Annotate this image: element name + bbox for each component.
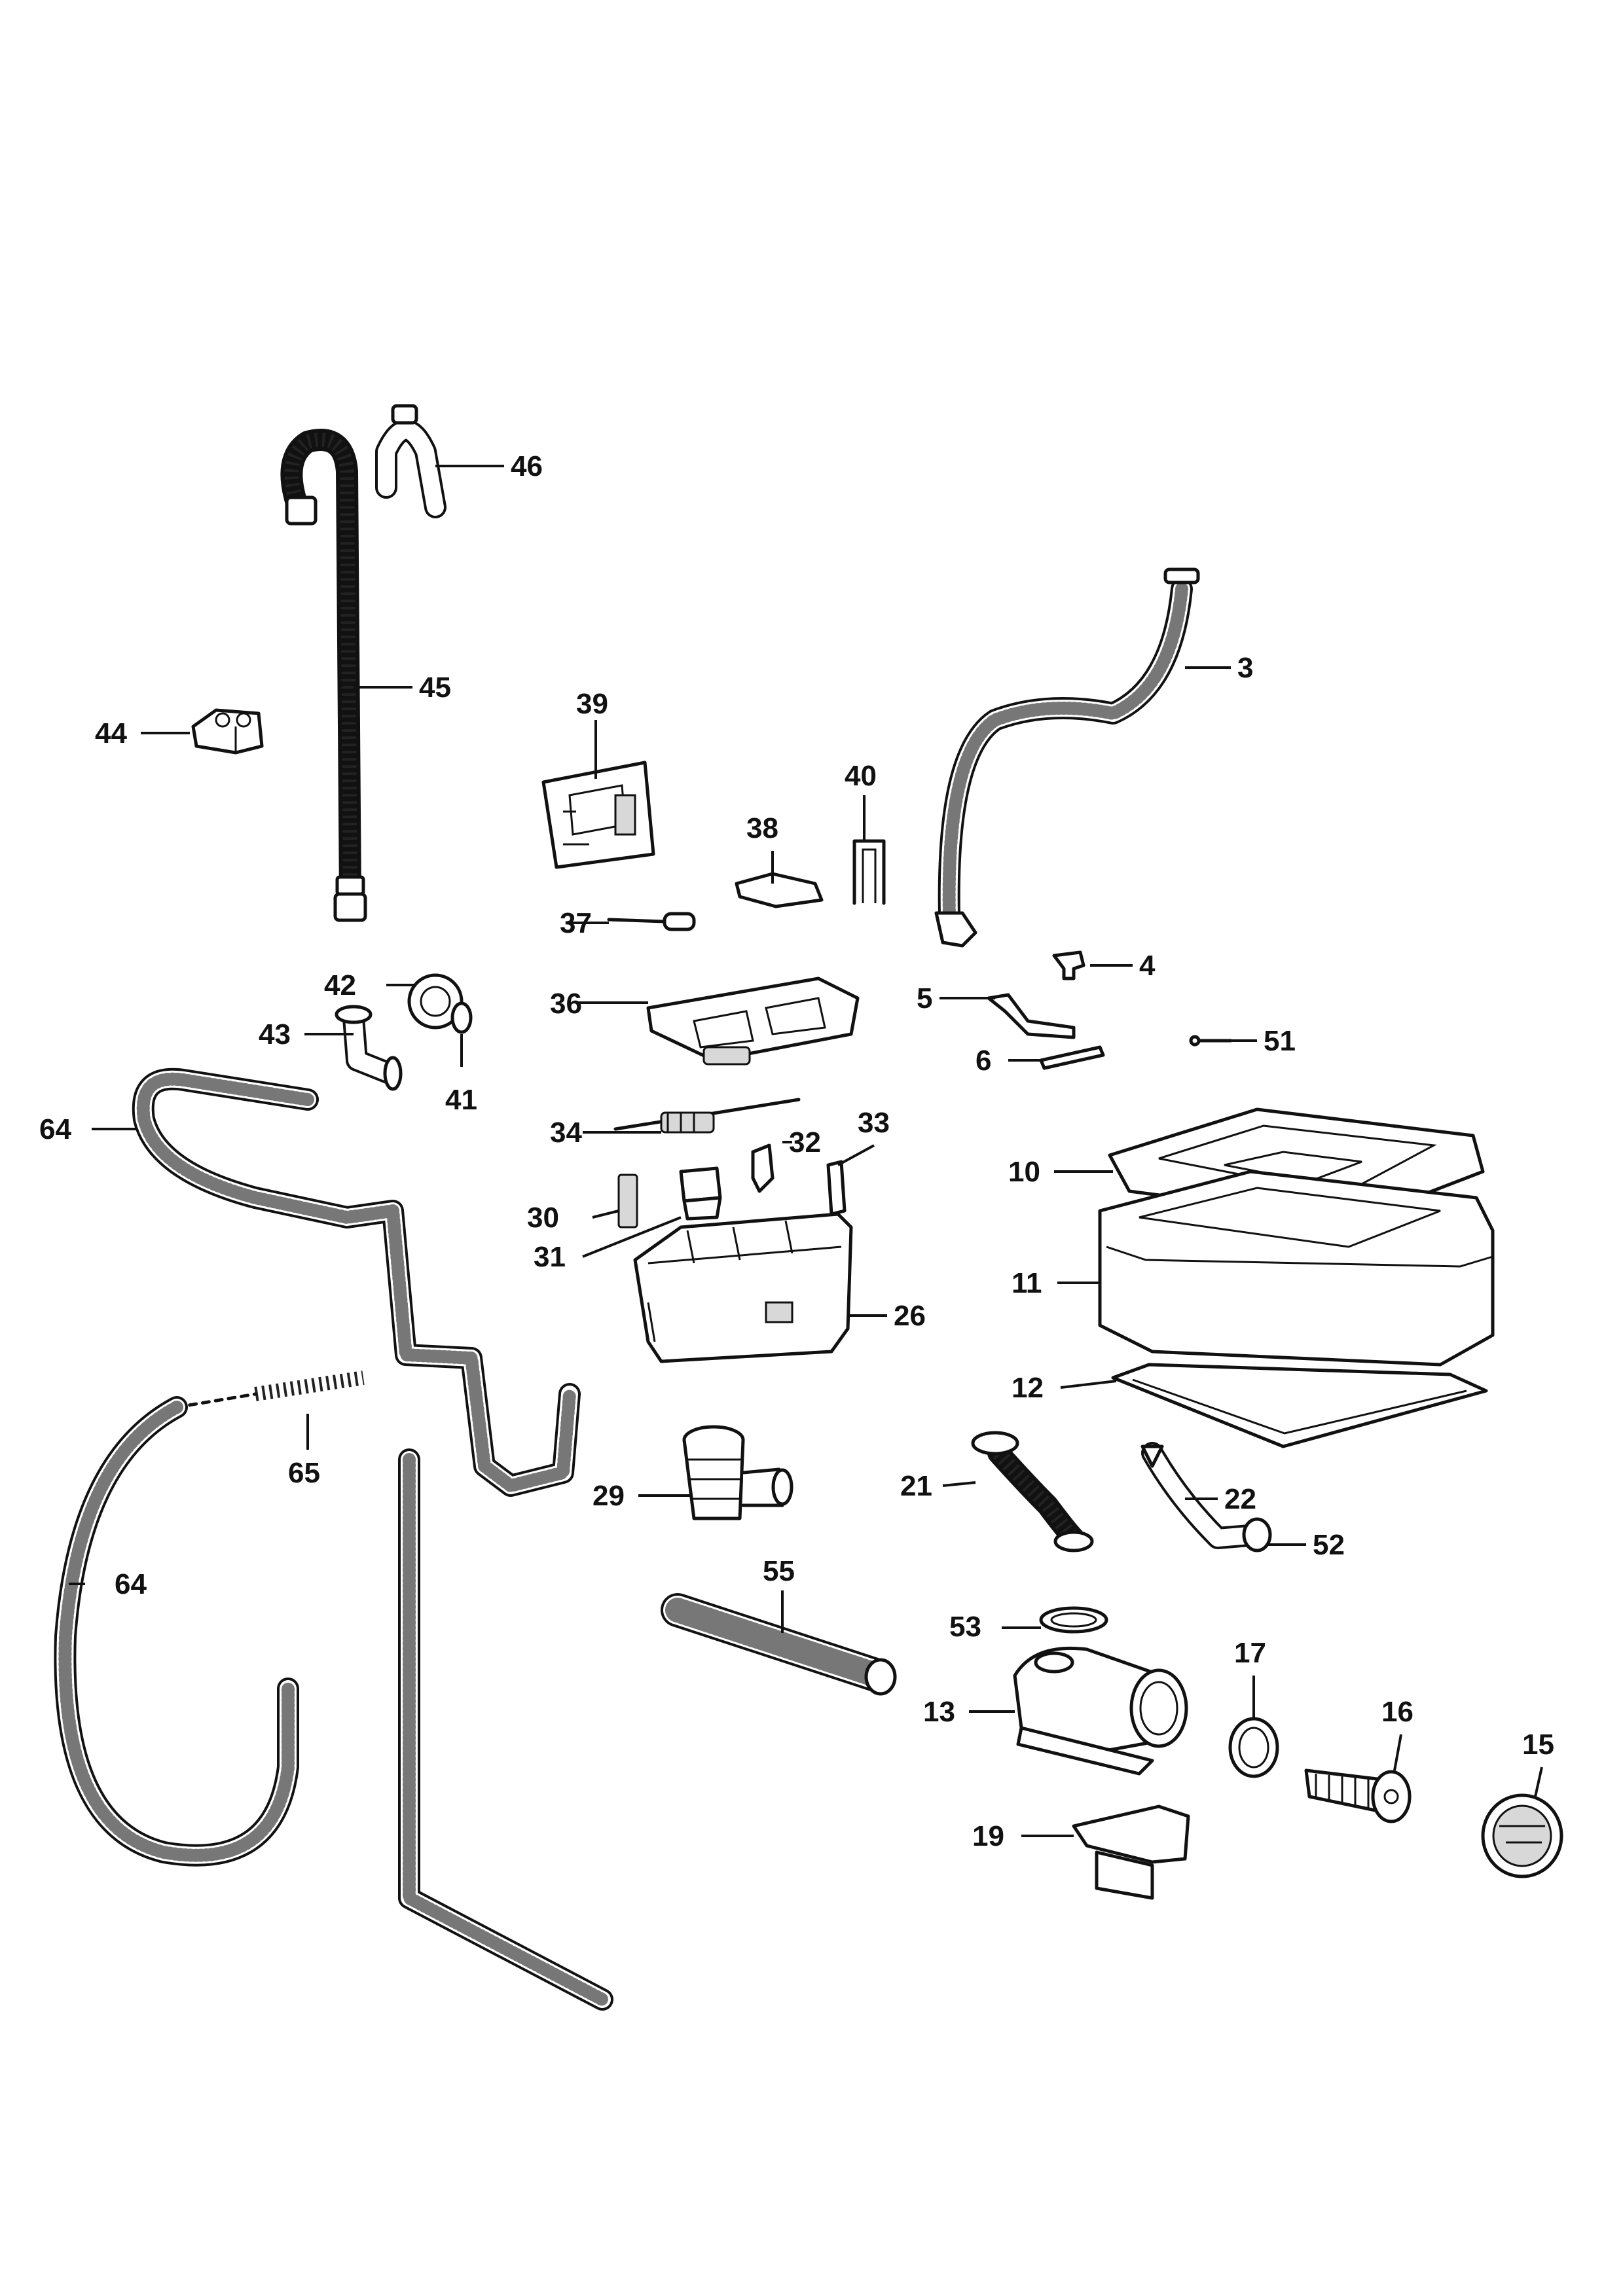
part-41-o-ring bbox=[450, 1001, 473, 1034]
callout-31: 31 bbox=[534, 1241, 566, 1273]
part-64-lower-hose bbox=[54, 1396, 299, 1867]
callout-53: 53 bbox=[949, 1611, 981, 1643]
callout-45: 45 bbox=[419, 672, 451, 704]
part-64-upper-hose bbox=[132, 1067, 581, 1497]
callout-43: 43 bbox=[259, 1018, 291, 1050]
callout-21: 21 bbox=[900, 1470, 932, 1502]
callout-64-upper: 64 bbox=[39, 1113, 71, 1145]
part-21-bellows-hose bbox=[971, 1431, 1094, 1552]
leader-lines bbox=[69, 465, 1543, 1837]
callout-12: 12 bbox=[1012, 1372, 1044, 1404]
part-44-hose-clip bbox=[191, 708, 264, 755]
callout-38: 38 bbox=[746, 812, 778, 844]
part-11-tub bbox=[1098, 1170, 1495, 1367]
part-53-gasket-ring bbox=[1039, 1606, 1108, 1634]
callout-52: 52 bbox=[1313, 1529, 1345, 1561]
callout-41: 41 bbox=[445, 1084, 477, 1116]
callout-40: 40 bbox=[845, 760, 877, 792]
part-30-small-part bbox=[617, 1174, 638, 1229]
callout-51: 51 bbox=[1264, 1025, 1296, 1057]
part-38-plate bbox=[735, 872, 824, 908]
callout-4: 4 bbox=[1139, 950, 1156, 982]
callout-30: 30 bbox=[527, 1202, 559, 1234]
part-34-tube bbox=[613, 1098, 801, 1134]
part-45-drain-hose bbox=[280, 429, 367, 922]
part-5-lever bbox=[987, 993, 1076, 1039]
part-36-drawer-lid bbox=[646, 977, 860, 1066]
callout-42: 42 bbox=[324, 969, 356, 1001]
callout-65: 65 bbox=[288, 1457, 320, 1489]
callout-46: 46 bbox=[511, 450, 543, 482]
part-55-tube bbox=[661, 1593, 897, 1696]
part-31-housing bbox=[679, 1166, 722, 1221]
part-33-clip bbox=[826, 1160, 847, 1216]
callout-17: 17 bbox=[1234, 1637, 1266, 1669]
part-42-clamp-ring bbox=[407, 973, 464, 1030]
callout-34: 34 bbox=[550, 1117, 582, 1149]
part-22-hose bbox=[1140, 1442, 1268, 1549]
part-26-drawer-housing bbox=[633, 1212, 853, 1363]
part-3-inlet-hose bbox=[934, 567, 1200, 948]
part-43-elbow bbox=[335, 1005, 403, 1091]
callout-3: 3 bbox=[1237, 652, 1253, 684]
part-52-clamp bbox=[1242, 1517, 1272, 1552]
callout-44: 44 bbox=[95, 717, 127, 749]
callout-55: 55 bbox=[763, 1555, 795, 1587]
callout-10: 10 bbox=[1008, 1156, 1040, 1188]
part-15-knob-cap bbox=[1481, 1793, 1563, 1878]
part-12-seal bbox=[1111, 1363, 1488, 1448]
callout-39: 39 bbox=[576, 688, 608, 720]
callout-33: 33 bbox=[858, 1107, 890, 1139]
callout-13: 13 bbox=[923, 1696, 955, 1728]
part-17-ring-seal bbox=[1228, 1717, 1279, 1778]
part-46-hose-hook bbox=[375, 404, 447, 518]
part-19-pump-cover bbox=[1072, 1804, 1190, 1900]
part-16-filter bbox=[1304, 1768, 1412, 1823]
callout-16: 16 bbox=[1381, 1696, 1413, 1728]
callout-19: 19 bbox=[972, 1820, 1004, 1852]
part-29-pump-fitting bbox=[682, 1425, 793, 1520]
callout-36: 36 bbox=[550, 988, 582, 1020]
part-37-screw bbox=[607, 912, 696, 931]
callout-15: 15 bbox=[1522, 1729, 1554, 1761]
part-4-plug bbox=[1052, 950, 1085, 980]
callout-64-lower: 64 bbox=[115, 1568, 147, 1600]
part-40-u-clamp bbox=[852, 839, 886, 905]
callout-labels: 3 4 5 6 10 11 12 13 15 16 17 19 21 22 26… bbox=[39, 450, 1554, 1852]
part-13-pump-housing bbox=[1013, 1646, 1188, 1776]
callout-6: 6 bbox=[976, 1045, 991, 1077]
part-6-pin bbox=[1039, 1045, 1105, 1070]
part-39-bracket-plate bbox=[541, 761, 655, 869]
part-51-screw bbox=[1189, 1035, 1233, 1047]
callout-5: 5 bbox=[917, 982, 932, 1014]
callout-26: 26 bbox=[894, 1300, 926, 1332]
callout-22: 22 bbox=[1224, 1483, 1256, 1515]
part-65-spring bbox=[175, 1371, 365, 1409]
callout-32: 32 bbox=[789, 1126, 821, 1158]
part-32-clip bbox=[751, 1143, 775, 1193]
callout-29: 29 bbox=[593, 1480, 625, 1512]
callout-11: 11 bbox=[1012, 1267, 1042, 1299]
unlabeled-l-tube bbox=[398, 1448, 613, 2011]
callout-37: 37 bbox=[560, 907, 592, 939]
